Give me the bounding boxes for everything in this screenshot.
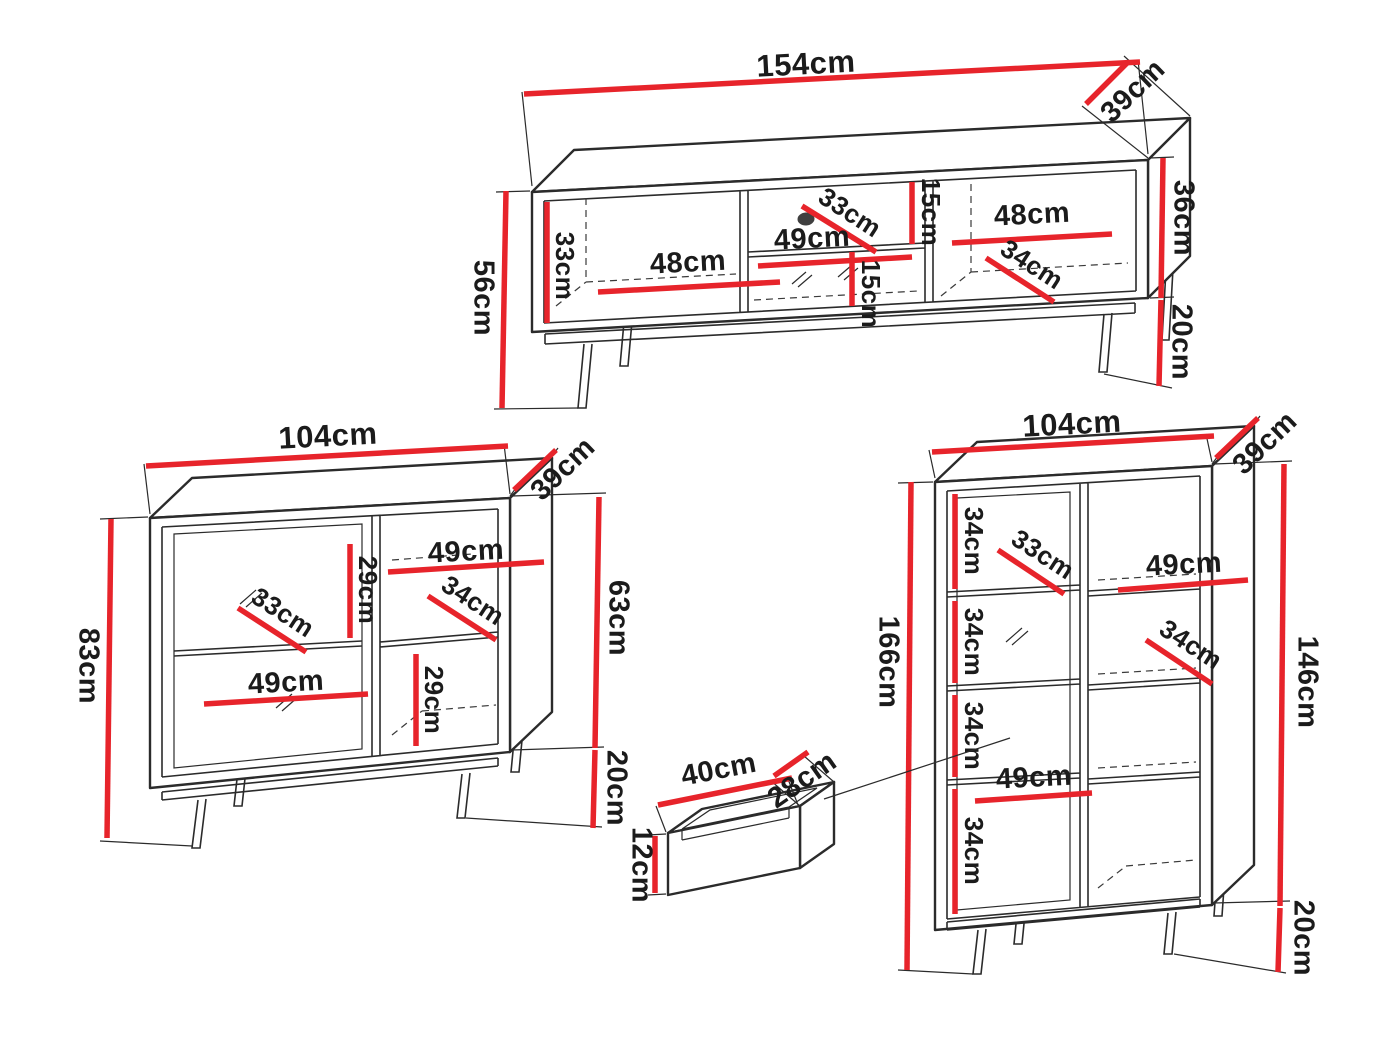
display-cabinet-gap3-label: 34cm <box>959 702 989 771</box>
sideboard-hidden-edges <box>391 553 497 736</box>
sideboard-base-and-front-legs <box>161 757 499 849</box>
drawer-callout-line <box>823 737 1011 800</box>
display-cabinet-lower-shelf-width-label: 49cm <box>995 760 1073 796</box>
sideboard-upper-inner-label: 29cm <box>353 556 383 625</box>
tv-stand-left-section-label: 48cm <box>649 245 727 281</box>
sideboard-left-shelf-depth-dim-line <box>236 605 308 655</box>
tv-stand-dimension-lines <box>499 59 1166 409</box>
sideboard-total-height-dim-line <box>104 518 114 839</box>
sideboard-interior-lines <box>161 508 499 778</box>
display-cabinet-leg-height-label: 20cm <box>1287 900 1319 976</box>
drawer-inner-walls <box>681 807 790 841</box>
tv-stand-glass-hatch <box>791 264 859 288</box>
tv-stand-leg-height-label: 20cm <box>1165 304 1197 380</box>
tv-stand-diagram: 154cm 39cm 56cm 33cm 48cm 49cm 33cm 15cm… <box>467 44 1199 410</box>
tv-stand-total-height-label: 56cm <box>467 260 499 336</box>
display-cabinet-upper-shelf-width-dim-line <box>1117 577 1249 593</box>
display-cabinet-dimension-lines <box>904 416 1287 973</box>
drawer-width-dim-line <box>657 775 793 808</box>
tv-stand-cable-hole <box>797 212 815 226</box>
display-cabinet-body-height-dim-line <box>1277 463 1287 907</box>
display-cabinet-diagram: 104cm 39cm 166cm 34cm 34cm 34cm 34cm 33c… <box>872 404 1323 976</box>
tv-stand-lower-gap-label: 15cm <box>856 260 886 329</box>
sideboard-right-shelf-depth-dim-line <box>426 593 498 643</box>
sideboard-upper-shelf-width-dim-line <box>387 559 545 575</box>
display-cabinet-lower-shelf-width-dim-line <box>974 790 1093 804</box>
sideboard-diagram: 104cm 39cm 83cm 29cm 29cm 49cm 34cm 33cm… <box>72 416 634 849</box>
sideboard-leg-height-dim-line <box>590 749 598 829</box>
sideboard-dimension-lines <box>104 443 602 839</box>
sideboard-leg-height-label: 20cm <box>600 750 632 826</box>
tv-stand-hidden-edges <box>555 184 1129 307</box>
sideboard-width-label: 104cm <box>278 416 379 456</box>
sideboard-lower-shelf-width-label: 49cm <box>247 665 325 701</box>
tv-stand-leg-height-dim-line <box>1156 299 1164 387</box>
tv-stand-interior-lines <box>543 169 1137 324</box>
display-cabinet-body-height-label: 146cm <box>1291 636 1323 729</box>
tv-stand-base-and-front-legs <box>544 302 1136 409</box>
tv-stand-depth-dim-line <box>1084 60 1130 106</box>
tv-stand-middle-section-label: 49cm <box>773 221 851 257</box>
drawer-height-label: 12cm <box>625 827 657 903</box>
drawer-diagram: 40cm 28cm 12cm <box>625 737 1011 903</box>
display-cabinet-glass-hatch <box>1005 627 1029 646</box>
tv-stand-body-height-dim-line <box>1158 157 1166 299</box>
sideboard-lower-inner-label: 29cm <box>419 666 449 735</box>
display-cabinet-width-label: 104cm <box>1022 404 1123 444</box>
sideboard-lower-shelf-width-dim-line <box>203 691 369 707</box>
tv-stand-interior-height-label: 33cm <box>550 232 580 301</box>
display-cabinet-width-dim-line <box>931 433 1215 455</box>
sideboard-total-height-label: 83cm <box>72 628 104 704</box>
tv-stand-middle-section-dim-line <box>757 254 913 269</box>
display-cabinet-upper-shelf-width-label: 49cm <box>1145 547 1223 583</box>
display-cabinet-gap2-label: 34cm <box>959 608 989 677</box>
sideboard-upper-shelf-width-label: 49cm <box>427 534 505 570</box>
tv-stand-right-shelf-depth-dim-line <box>984 255 1056 305</box>
sideboard-body-height-label: 63cm <box>602 580 634 656</box>
display-cabinet-side-face <box>1210 424 1256 907</box>
tv-stand-right-section-label: 48cm <box>993 197 1071 233</box>
display-cabinet-front-face <box>933 464 1214 932</box>
sideboard-glass-door <box>173 523 363 769</box>
drawer-depth-dim-line <box>772 749 810 779</box>
display-cabinet-gap4-label: 34cm <box>959 817 989 886</box>
display-cabinet-gap1-label: 34cm <box>959 507 989 576</box>
drawer-opening <box>681 787 818 830</box>
sideboard-width-dim-line <box>145 443 509 469</box>
tv-stand-width-dim-line <box>523 59 1141 97</box>
tv-stand-width-label: 154cm <box>756 44 857 84</box>
sideboard-depth-dim-line <box>512 448 558 492</box>
tv-stand-body-height-label: 36cm <box>1167 180 1199 256</box>
drawer-front-face <box>666 804 802 897</box>
tv-stand-total-height-dim-line <box>499 190 509 409</box>
display-cabinet-hidden-edges <box>1097 573 1197 889</box>
tv-stand-right-section-dim-line <box>951 231 1113 246</box>
display-cabinet-right-shelf-depth-dim-line <box>1144 637 1214 687</box>
tv-stand-back-legs <box>619 268 1174 367</box>
tv-stand-middle-shelf-depth-dim-line <box>800 203 878 255</box>
display-cabinet-depth-dim-line <box>1214 416 1260 460</box>
display-cabinet-base-and-front-legs <box>946 898 1201 975</box>
display-cabinet-leg-height-dim-line <box>1275 907 1283 973</box>
tv-stand-upper-gap-label: 15cm <box>916 178 946 247</box>
display-cabinet-total-height-dim-line <box>904 481 914 971</box>
drawer-extension-lines <box>647 755 835 896</box>
sideboard-glass-hatch <box>239 589 299 712</box>
display-cabinet-left-shelf-depth-dim-line <box>996 547 1066 597</box>
sideboard-body-height-dim-line <box>592 496 602 749</box>
drawer-dimension-lines <box>652 749 810 893</box>
display-cabinet-total-height-label: 166cm <box>872 616 904 709</box>
tv-stand-left-section-dim-line <box>597 279 781 295</box>
